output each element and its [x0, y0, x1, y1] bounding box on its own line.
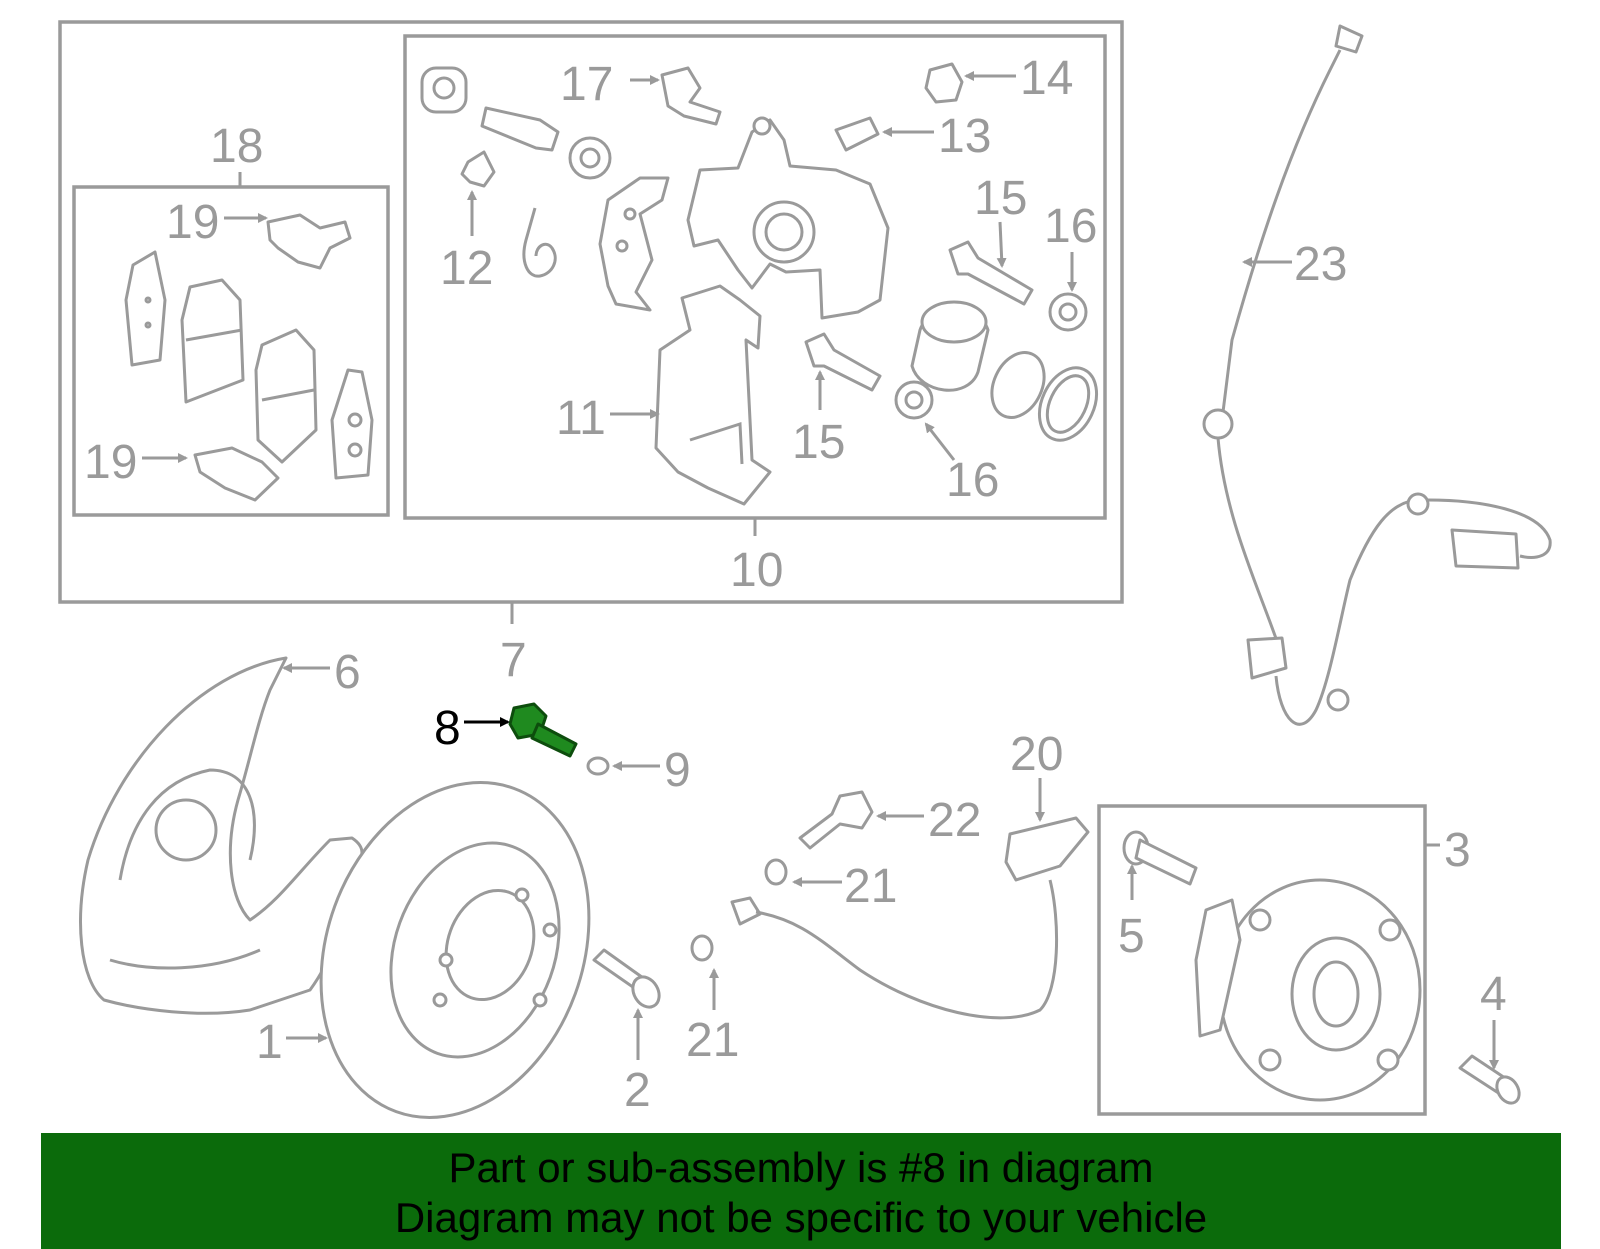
callout-16-lower: 16 — [946, 454, 999, 507]
callout-17: 17 — [560, 58, 613, 111]
callout-14: 14 — [1020, 52, 1073, 105]
callout-3: 3 — [1444, 824, 1471, 877]
callout-15-lower: 15 — [792, 416, 845, 469]
callout-19-lower: 19 — [84, 436, 137, 489]
callout-arrows — [142, 71, 1499, 1070]
callout-20: 20 — [1010, 728, 1063, 781]
brake-pads — [124, 250, 374, 480]
callout-16-upper: 16 — [1044, 200, 1097, 253]
callout-4: 4 — [1480, 968, 1507, 1021]
brake-rotor — [319, 781, 591, 1119]
callout-18: 18 — [210, 120, 263, 173]
pad-kit-box-18 — [72, 185, 390, 517]
hub-bolt-5 — [1122, 830, 1198, 886]
abs-wheel-speed-sensor — [1202, 24, 1552, 726]
callout-6: 6 — [334, 646, 361, 699]
washer-9 — [586, 756, 610, 776]
callout-2: 2 — [624, 1064, 651, 1117]
info-banner: Part or sub-assembly is #8 in diagram Di… — [41, 1133, 1561, 1249]
callout-8: 8 — [434, 702, 461, 755]
callout-23: 23 — [1294, 238, 1347, 291]
callout-21-lower: 21 — [686, 1014, 739, 1067]
callout-10: 10 — [730, 544, 783, 597]
callout-21-upper: 21 — [844, 860, 897, 913]
caliper-kit-box-7 — [58, 20, 1124, 604]
hub-bearing-3 — [1194, 878, 1422, 1102]
hub-bolt-4 — [1458, 1054, 1521, 1105]
callout-11: 11 — [556, 392, 606, 445]
callout-5: 5 — [1118, 910, 1145, 963]
banner-line-2: Diagram may not be specific to your vehi… — [394, 1194, 1208, 1241]
copper-washers-21 — [690, 858, 788, 962]
callout-15-upper: 15 — [974, 172, 1027, 225]
callout-7: 7 — [500, 634, 527, 687]
caliper-parts — [420, 62, 1099, 506]
brake-hose-20 — [730, 816, 1090, 1020]
callout-22: 22 — [928, 794, 981, 847]
rotor-screw-2 — [592, 948, 661, 1009]
callout-1: 1 — [256, 1016, 283, 1069]
hub-box-3 — [1097, 804, 1427, 1116]
callout-13: 13 — [938, 110, 991, 163]
part-8-bolt-highlighted — [508, 702, 578, 758]
dust-shield — [79, 656, 364, 1015]
callout-19-upper: 19 — [166, 196, 219, 249]
banner-line-1: Part or sub-assembly is #8 in diagram — [448, 1144, 1154, 1191]
pad-clips-19 — [193, 213, 352, 502]
callout-9: 9 — [664, 744, 691, 797]
banjo-bolt-22 — [798, 790, 874, 850]
callout-12: 12 — [440, 242, 493, 295]
